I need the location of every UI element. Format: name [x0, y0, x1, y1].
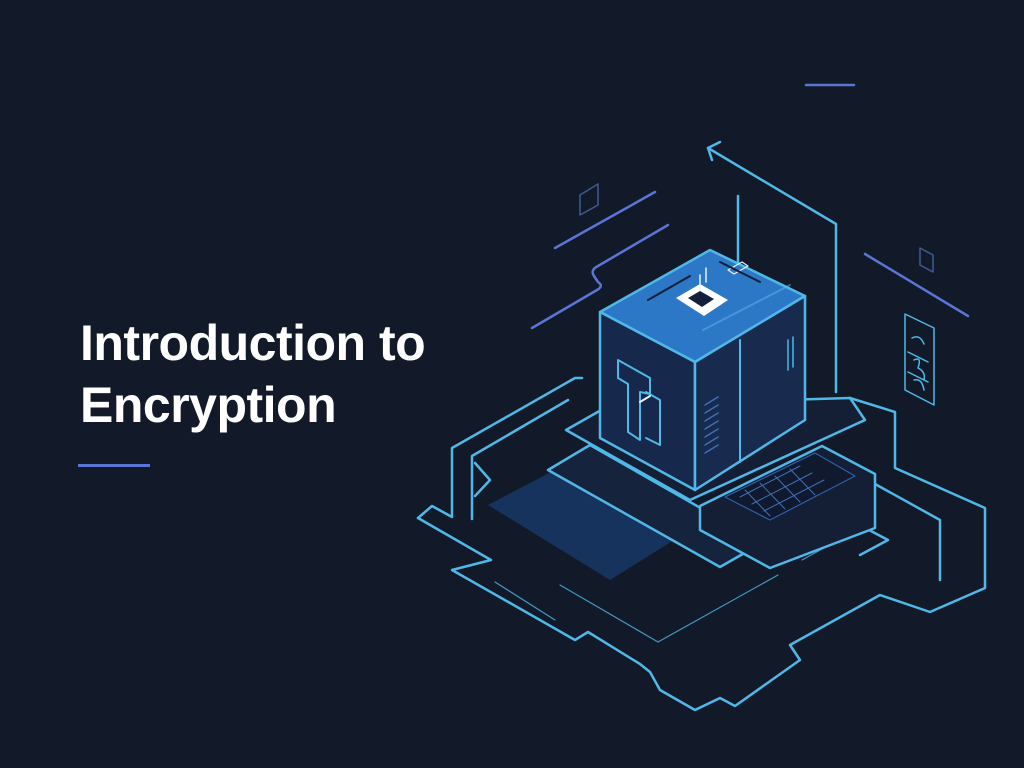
- lock-slot-icon: [647, 261, 761, 316]
- title-line-1: Introduction to: [80, 315, 426, 371]
- small-diamond-icons: [579, 183, 934, 273]
- keypad-grid-icon: [698, 444, 877, 570]
- base-platform: [416, 376, 987, 712]
- title-line-2: Encryption: [80, 377, 337, 433]
- decorative-lines: [530, 83, 970, 330]
- side-panel-glyphs-icon: [904, 313, 935, 406]
- side-bars: [787, 336, 794, 371]
- server-cube-icon: [598, 248, 807, 492]
- slide-title: Introduction to Encryption: [80, 312, 426, 436]
- key-emblem-icon: [617, 359, 661, 446]
- title-underline: [78, 464, 150, 467]
- vent-slits: [704, 396, 719, 454]
- shadow-tile: [488, 462, 690, 580]
